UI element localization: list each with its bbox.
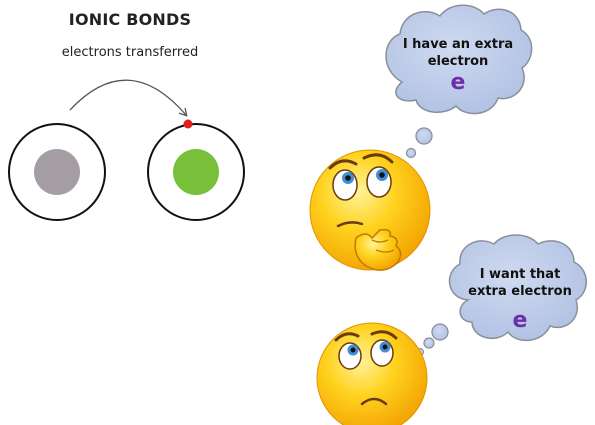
bottom-bubble-line-1: I want that xyxy=(479,267,561,282)
top-bubble-text: I have an extra electron xyxy=(393,36,523,70)
diagram-subtitle: electrons transferred xyxy=(61,45,199,60)
bottom-bubble-line-2: extra electron xyxy=(468,284,572,299)
top-bubble-dot-small xyxy=(405,147,417,159)
top-bubble-line-2: electron xyxy=(427,54,489,69)
electron-dot xyxy=(183,119,193,129)
bottom-bubble-dot-medium xyxy=(423,337,435,349)
bottom-bubble-text: I want that extra electron xyxy=(458,266,582,300)
acceptor-atom xyxy=(147,123,245,221)
diagram-title: IONIC BONDS xyxy=(68,10,192,29)
bottom-bubble-cloud xyxy=(448,234,587,341)
bottom-bubble-dot-large xyxy=(431,323,449,341)
top-thought-bubble xyxy=(385,4,533,159)
top-bubble-electron-symbol: e xyxy=(450,70,466,95)
bottom-bubble-electron-symbol: e xyxy=(512,308,528,333)
top-bubble-dot-large xyxy=(415,127,433,145)
transfer-arrow xyxy=(69,79,188,117)
donor-nucleus xyxy=(34,149,80,195)
thinking-emoji-icon xyxy=(309,149,431,271)
acceptor-nucleus xyxy=(173,149,219,195)
top-bubble-line-1: I have an extra xyxy=(402,37,514,52)
bottom-thought-bubble xyxy=(415,234,587,357)
worried-emoji-icon xyxy=(316,322,428,425)
top-bubble-cloud xyxy=(385,4,533,115)
donor-atom xyxy=(8,123,106,221)
